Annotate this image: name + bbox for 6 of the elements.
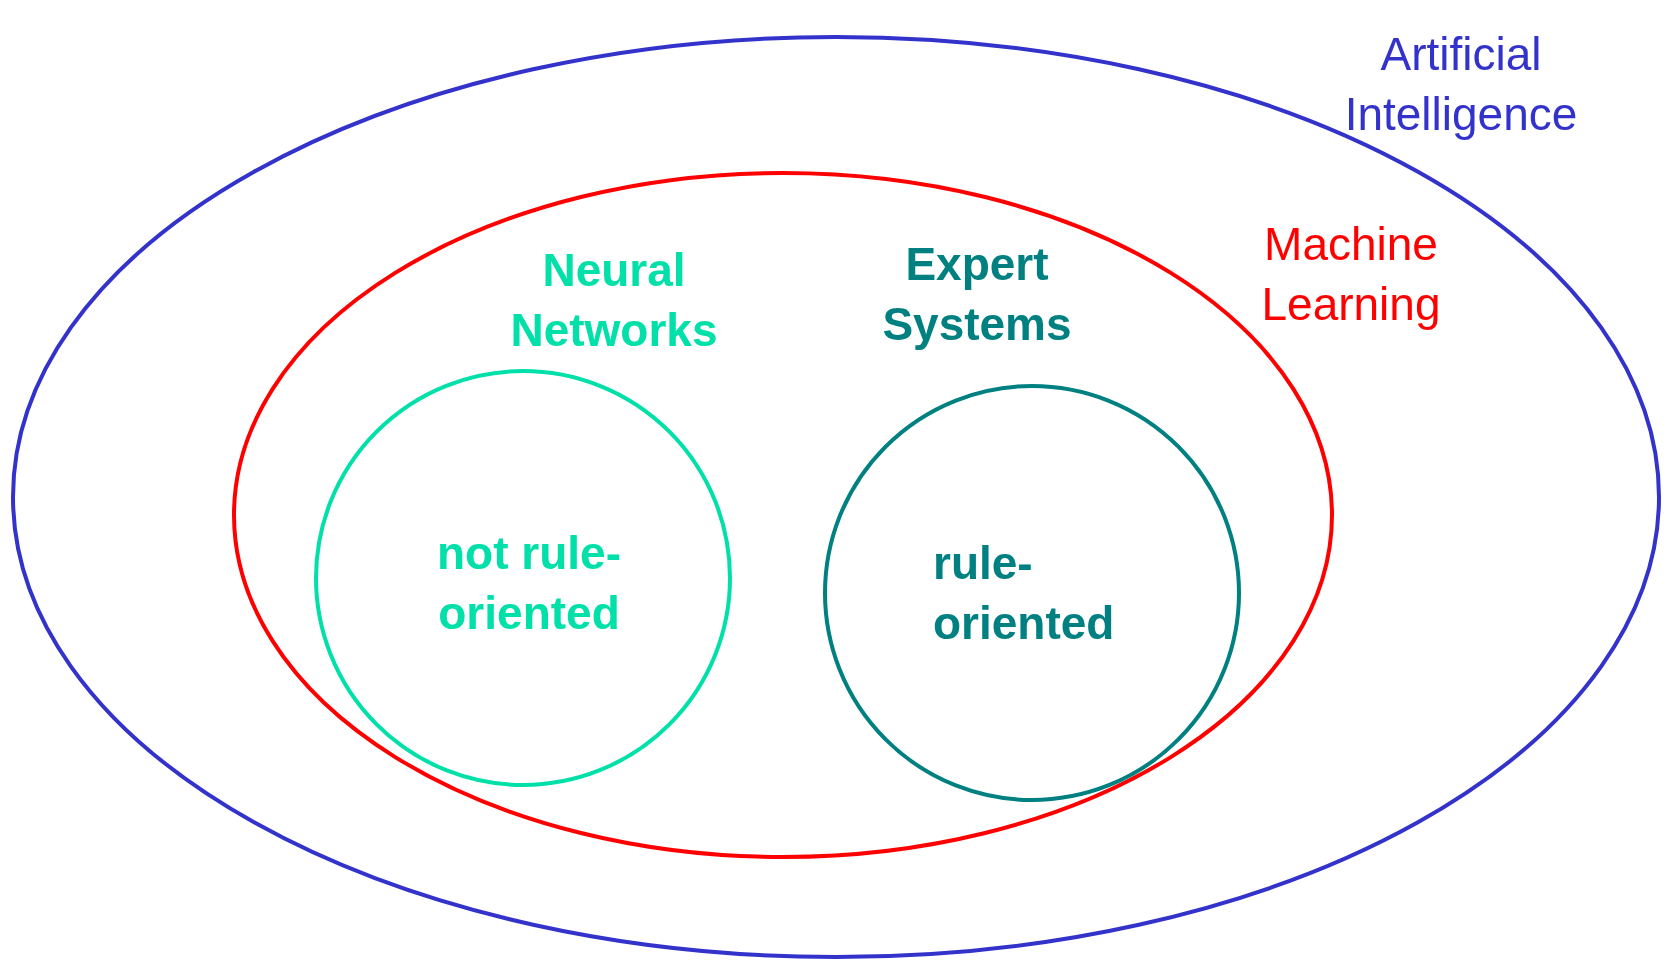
set-description: rule-oriented: [933, 536, 1116, 651]
set-label: Artificial Intelligence: [1343, 27, 1579, 142]
set-label: Neural Networks: [509, 243, 719, 358]
set-label: Expert Systems: [881, 237, 1073, 352]
set-description: not rule-oriented: [436, 526, 622, 641]
set-label: Machine Learning: [1260, 217, 1442, 332]
